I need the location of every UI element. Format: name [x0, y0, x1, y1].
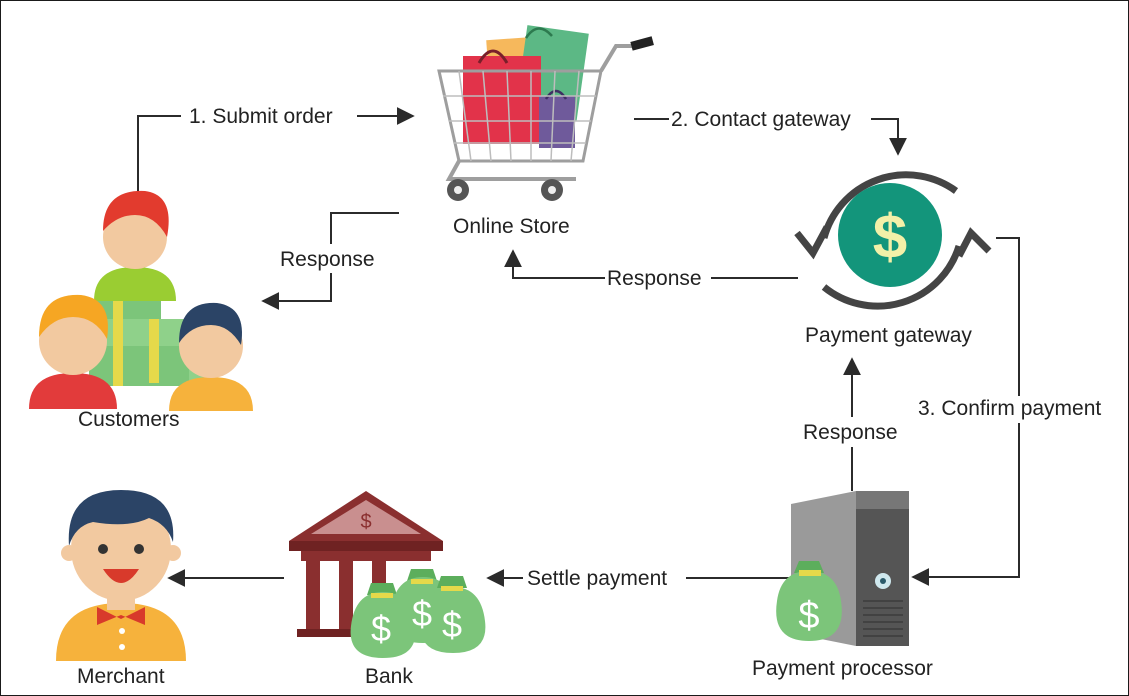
edge-response-to-store-arrow — [504, 249, 605, 279]
edge-label-submit-order: 1. Submit order — [187, 105, 335, 128]
connectors — [137, 107, 1020, 587]
customers-icon — [29, 190, 253, 411]
edge-label-confirm-payment: 3. Confirm payment — [916, 397, 1104, 420]
edge-label-response-to-gateway: Response — [801, 421, 900, 444]
edge-response-to-customers-top — [330, 212, 399, 244]
shopping-cart-icon — [437, 25, 654, 201]
merchant-icon — [56, 490, 186, 661]
edge-submit-order — [137, 115, 181, 196]
bank-dollar-sign: $ — [360, 511, 371, 533]
edge-label-response-to-customers: Response — [278, 248, 377, 271]
edge-contact-gateway-arrow — [871, 118, 907, 156]
bank-bag-dollar-2: $ — [412, 593, 432, 634]
node-label-bank: Bank — [365, 665, 413, 688]
edge-label-settle-payment: Settle payment — [525, 567, 670, 590]
edge-label-response-to-store: Response — [605, 267, 704, 290]
bank-icon — [289, 491, 486, 658]
node-label-online-store: Online Store — [453, 215, 570, 238]
node-label-payment-gateway: Payment gateway — [805, 324, 972, 347]
payment-gateway-icon — [794, 171, 992, 310]
payment-processor-icon — [776, 491, 909, 646]
node-label-customers: Customers — [78, 408, 180, 431]
edge-confirm-payment-bottom — [911, 423, 1020, 586]
bank-bag-dollar-3: $ — [442, 604, 462, 645]
node-label-merchant: Merchant — [77, 665, 165, 688]
gateway-dollar-sign: $ — [873, 203, 907, 272]
bank-bag-dollar-1: $ — [371, 608, 391, 649]
edge-confirm-payment-top — [996, 237, 1020, 396]
edge-label-contact-gateway: 2. Contact gateway — [669, 108, 853, 131]
edge-response-to-customers-bottom — [261, 273, 332, 310]
node-label-payment-processor: Payment processor — [752, 657, 933, 680]
processor-dollar-sign: $ — [798, 595, 819, 637]
